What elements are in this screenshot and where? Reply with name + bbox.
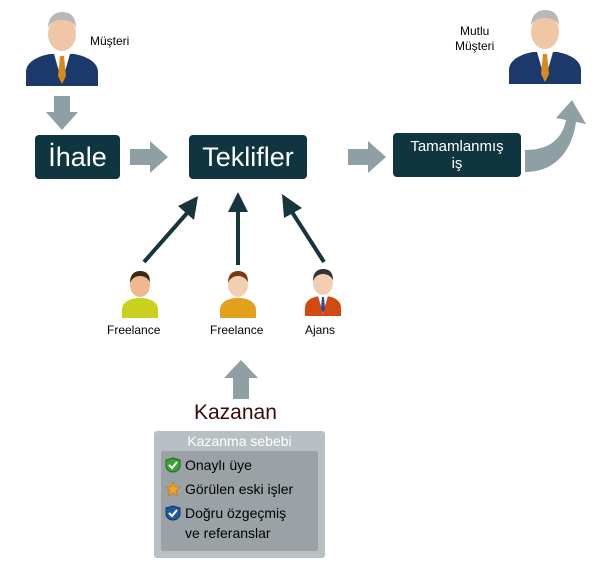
happy-client-avatar (509, 10, 581, 84)
reason-cv-references: Doğru özgeçmiş ve referanslar (165, 505, 286, 543)
agency-avatar (305, 269, 341, 316)
curved-arrow-to-happy-client (525, 100, 586, 172)
up-arrow-winner-to-freelance (224, 360, 258, 399)
completed-label: Tamamlanmış iş (410, 138, 504, 172)
client-avatar (26, 12, 98, 86)
right-arrow-offers-to-completed (348, 141, 386, 173)
right-arrow-tender-to-offers (130, 141, 168, 173)
star-icon (165, 481, 181, 497)
agency-label: Ajans (305, 323, 336, 337)
winner-title: Kazanan (194, 401, 277, 424)
reason-verified-member: Onaylı üye (165, 457, 252, 473)
freelance2-label: Freelance (210, 323, 264, 337)
arrow-freelance1-to-offers (142, 196, 198, 264)
blue-check-shield-icon (165, 505, 181, 521)
winning-reasons-panel: Kazanma sebebi Onaylı üye Görülen eski i… (154, 431, 325, 558)
tender-label: İhale (48, 141, 107, 172)
down-arrow-client-to-tender (46, 96, 78, 130)
offers-box: Teklifler (189, 135, 307, 179)
reasons-list: Onaylı üye Görülen eski işler Doğru özge… (161, 451, 318, 551)
client-label: Müşteri (90, 34, 130, 48)
panel-title: Kazanma sebebi (187, 433, 292, 449)
reason-text: Onaylı üye (185, 457, 252, 473)
green-check-shield-icon (165, 457, 181, 473)
completed-box: Tamamlanmış iş (393, 133, 521, 177)
offers-label: Teklifler (202, 141, 294, 172)
freelance1-label: Freelance (107, 323, 161, 337)
arrow-freelance2-to-offers (228, 192, 248, 265)
reason-text: Görülen eski işler (185, 481, 294, 497)
happy-client-label: Mutlu Müşteri (455, 24, 495, 53)
reason-text: Doğru özgeçmiş ve referanslar (185, 505, 287, 541)
freelance-green-avatar (122, 271, 158, 318)
freelance-orange-avatar (220, 271, 256, 318)
reason-past-work: Görülen eski işler (165, 481, 293, 497)
arrow-agency-to-offers (282, 194, 326, 264)
tender-box: İhale (35, 135, 120, 179)
